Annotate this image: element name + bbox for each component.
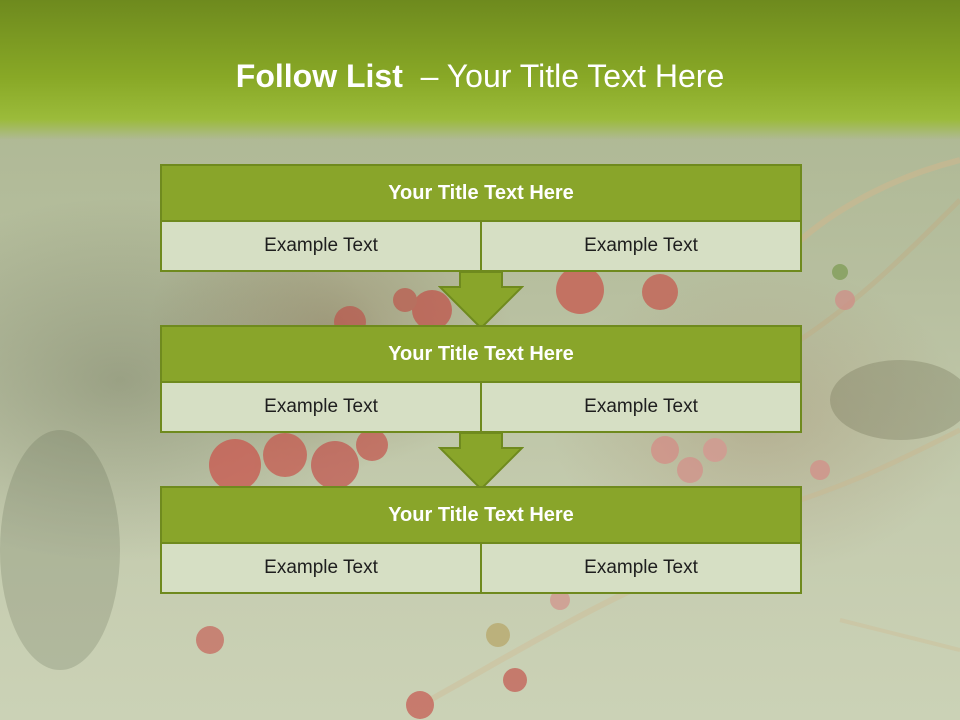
down-arrow-icon bbox=[438, 271, 524, 329]
title-band bbox=[0, 0, 960, 140]
block-row: Example Text Example Text bbox=[160, 544, 802, 594]
slide-title: Follow List – Your Title Text Here bbox=[0, 54, 960, 98]
block-cell-left: Example Text bbox=[160, 544, 482, 594]
list-block-2: Your Title Text Here Example Text Exampl… bbox=[160, 325, 802, 433]
block-cell-right: Example Text bbox=[482, 222, 802, 272]
slide-title-rest: – Your Title Text Here bbox=[402, 58, 725, 94]
block-cell-right: Example Text bbox=[482, 544, 802, 594]
list-block-3: Your Title Text Here Example Text Exampl… bbox=[160, 486, 802, 594]
down-arrow-icon bbox=[438, 432, 524, 490]
list-block-1: Your Title Text Here Example Text Exampl… bbox=[160, 164, 802, 272]
block-title: Your Title Text Here bbox=[160, 325, 802, 383]
slide-title-bold: Follow List bbox=[235, 58, 403, 94]
block-row: Example Text Example Text bbox=[160, 222, 802, 272]
block-row: Example Text Example Text bbox=[160, 383, 802, 433]
block-cell-left: Example Text bbox=[160, 222, 482, 272]
block-title: Your Title Text Here bbox=[160, 164, 802, 222]
block-cell-left: Example Text bbox=[160, 383, 482, 433]
block-cell-right: Example Text bbox=[482, 383, 802, 433]
block-title: Your Title Text Here bbox=[160, 486, 802, 544]
